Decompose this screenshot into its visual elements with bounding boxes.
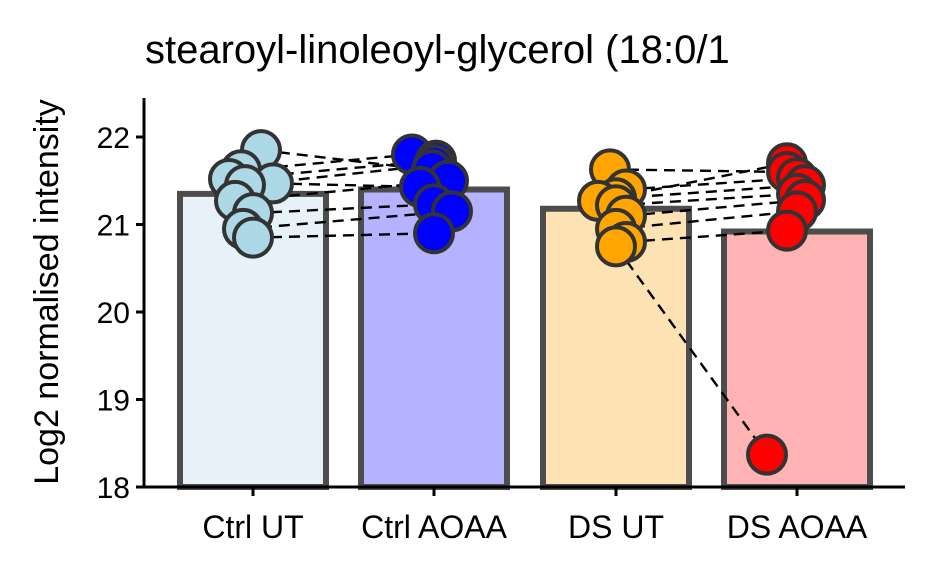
pair-line: [244, 163, 435, 187]
data-point: [766, 209, 808, 252]
x-tick-label: Ctrl UT: [202, 509, 303, 545]
pair-lines-layer: [228, 148, 806, 456]
pair-line: [252, 232, 435, 239]
y-tick-label: 19: [97, 385, 130, 418]
pair-line: [252, 203, 435, 215]
pair-line: [615, 183, 806, 200]
points-layer: [208, 129, 826, 476]
data-point: [595, 225, 637, 268]
pair-line: [615, 210, 798, 231]
y-tick-label: 18: [97, 472, 130, 505]
y-tick-label: 20: [97, 297, 130, 330]
pair-line: [625, 229, 788, 244]
axes-layer: [142, 98, 905, 489]
x-tick-label: Ctrl AOAA: [361, 509, 507, 545]
pair-line: [260, 148, 433, 172]
x-tick-label: DS AOAA: [727, 509, 868, 545]
data-point: [413, 212, 455, 255]
x-tick-label: DS UT: [568, 509, 664, 545]
bar-ds-aoaa: [721, 228, 873, 490]
pair-line: [625, 176, 798, 191]
pair-line: [609, 168, 788, 174]
data-point: [746, 433, 788, 476]
pair-line: [615, 245, 768, 456]
pair-line: [272, 182, 421, 189]
x-ticks-layer: Ctrl UT Ctrl AOAA DS UT DS AOAA: [202, 487, 868, 545]
y-axis-label: Log2 normalised intensity: [28, 99, 66, 485]
pair-line: [615, 192, 798, 207]
y-tick-label: 21: [97, 210, 130, 243]
pair-line: [597, 162, 788, 203]
y-tick-label: 22: [97, 122, 130, 155]
y-ticks-layer: 18 19 20 21 22: [97, 122, 144, 505]
pair-line: [625, 198, 806, 217]
chart-title: stearoyl-linoleoyl-glycerol (18:0/1: [145, 28, 730, 72]
data-point: [232, 216, 274, 259]
